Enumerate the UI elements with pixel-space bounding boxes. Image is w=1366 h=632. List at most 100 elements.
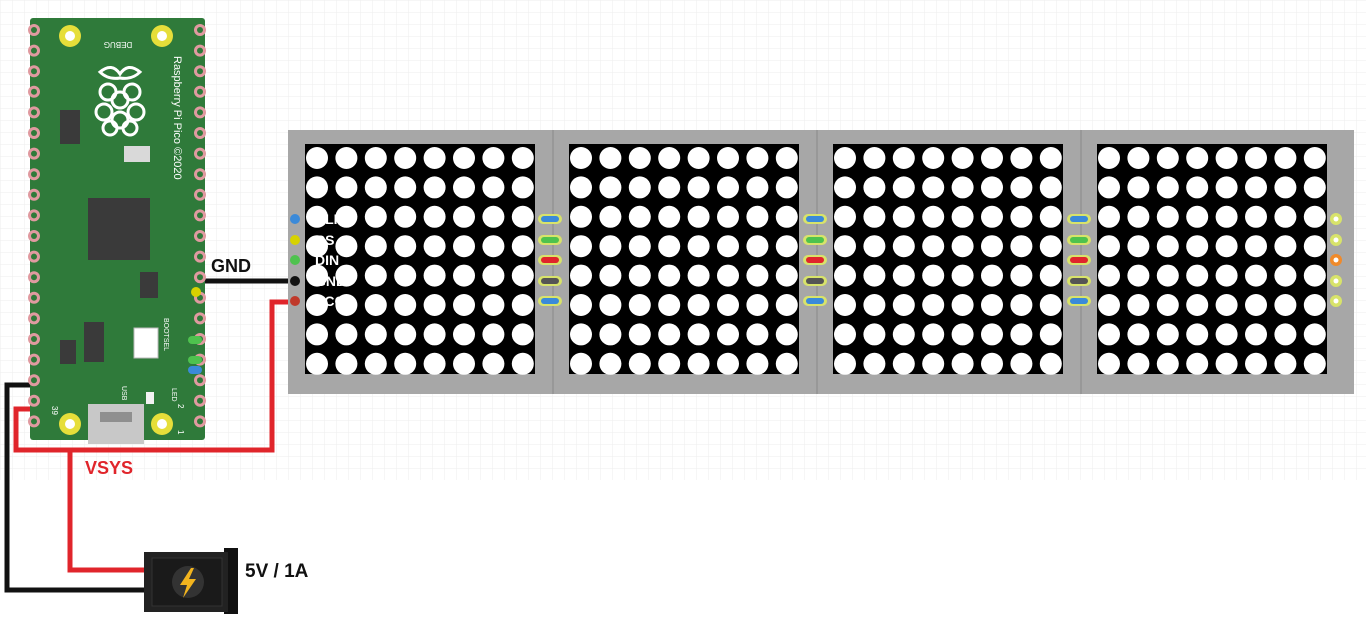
matrix-led <box>922 176 945 199</box>
vsys-power-wire <box>67 450 150 573</box>
connector-jumper <box>541 237 559 243</box>
gpio-pin-highlight <box>191 287 201 297</box>
matrix-led <box>423 176 446 199</box>
matrix-led <box>628 176 651 199</box>
regulator <box>140 272 158 298</box>
matrix-led <box>511 205 534 228</box>
matrix-led <box>1039 294 1062 316</box>
matrix-led <box>951 352 974 375</box>
matrix-led <box>1156 235 1179 258</box>
matrix-led <box>775 352 798 375</box>
matrix-led <box>746 323 769 346</box>
pin-label-clk: CLK <box>315 211 344 227</box>
matrix-led <box>892 147 915 169</box>
matrix-led <box>628 147 651 169</box>
matrix-led <box>1186 323 1209 346</box>
matrix-led <box>364 176 387 199</box>
matrix-led <box>482 264 505 287</box>
connector-jumper <box>541 298 559 304</box>
bootsel-label: BOOTSEL <box>162 318 169 351</box>
matrix-led <box>1098 294 1120 316</box>
matrix-led <box>423 205 446 228</box>
matrix-led <box>364 264 387 287</box>
matrix-led <box>1215 264 1238 287</box>
matrix-led <box>335 264 358 287</box>
matrix-led <box>570 323 592 346</box>
matrix-led <box>599 205 622 228</box>
matrix-led <box>570 176 592 199</box>
matrix-led <box>1245 176 1267 199</box>
matrix-led <box>834 352 856 375</box>
matrix-led <box>453 352 475 375</box>
matrix-led <box>658 205 681 228</box>
matrix-led <box>746 176 769 199</box>
matrix-led <box>1156 323 1179 346</box>
matrix-led <box>394 352 417 375</box>
matrix-led <box>922 323 945 346</box>
matrix-led <box>364 235 387 258</box>
matrix-led <box>511 264 534 287</box>
lightning-icon <box>180 568 196 598</box>
matrix-led <box>834 205 856 228</box>
matrix-led <box>1039 176 1062 199</box>
matrix-led <box>1156 264 1179 287</box>
matrix-led <box>1127 294 1150 316</box>
matrix-led <box>775 235 798 258</box>
matrix-led <box>394 176 417 199</box>
matrix-led <box>1274 352 1297 375</box>
matrix-led <box>717 323 739 346</box>
matrix-led <box>1215 176 1238 199</box>
matrix-led <box>1127 323 1150 346</box>
matrix-led <box>423 323 446 346</box>
matrix-led <box>687 235 710 258</box>
matrix-led <box>1098 147 1120 169</box>
matrix-led <box>570 235 592 258</box>
input-pin <box>290 276 300 286</box>
matrix-led <box>1010 176 1033 199</box>
matrix-led <box>658 352 681 375</box>
matrix-led <box>1039 352 1062 375</box>
matrix-led <box>482 147 505 169</box>
matrix-led <box>1186 176 1209 199</box>
matrix-led <box>746 235 769 258</box>
matrix-led <box>746 205 769 228</box>
matrix-led <box>892 176 915 199</box>
matrix-led <box>1215 205 1238 228</box>
connector-jumper <box>541 257 559 263</box>
matrix-led <box>1010 352 1033 375</box>
matrix-led <box>1186 294 1209 316</box>
matrix-led <box>1215 235 1238 258</box>
matrix-led <box>1245 264 1267 287</box>
usb-port <box>88 404 144 444</box>
matrix-led <box>658 323 681 346</box>
matrix-led <box>306 294 328 316</box>
component <box>60 340 76 364</box>
matrix-led <box>951 205 974 228</box>
matrix-led <box>892 235 915 258</box>
matrix-led <box>394 323 417 346</box>
matrix-led <box>1039 264 1062 287</box>
rp2040-chip <box>88 198 150 260</box>
matrix-led <box>394 205 417 228</box>
matrix-led <box>1010 147 1033 169</box>
matrix-led <box>453 323 475 346</box>
debug-label: DEBUG <box>104 40 132 49</box>
led-label: LED <box>170 388 177 402</box>
raspberry-logo-icon <box>94 66 146 137</box>
matrix-led <box>1186 352 1209 375</box>
matrix-led <box>1245 147 1267 169</box>
connector-jumper <box>1070 216 1088 222</box>
matrix-led <box>1127 205 1150 228</box>
input-pin <box>290 255 300 265</box>
matrix-led <box>951 235 974 258</box>
matrix-led <box>717 235 739 258</box>
matrix-led <box>1215 294 1238 316</box>
matrix-led <box>981 323 1003 346</box>
connector-jumper <box>806 237 824 243</box>
matrix-led <box>1098 352 1120 375</box>
matrix-led <box>1215 147 1238 169</box>
matrix-led <box>599 176 622 199</box>
matrix-led <box>1303 323 1326 346</box>
matrix-led <box>570 352 592 375</box>
